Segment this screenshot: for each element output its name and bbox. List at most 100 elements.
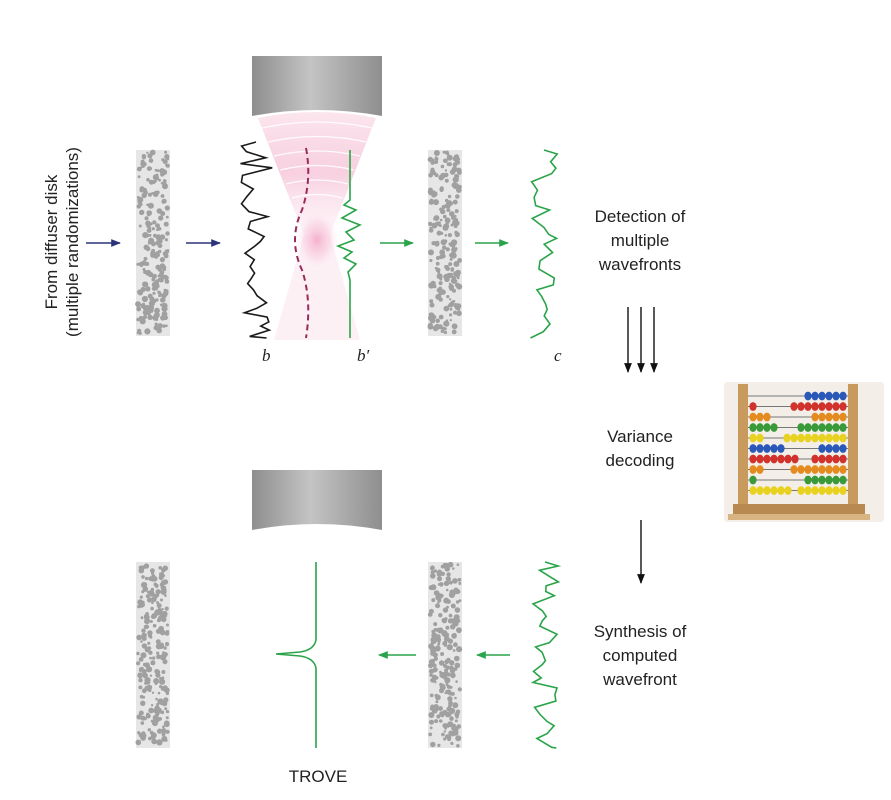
abacus-bead [818, 433, 826, 443]
abacus-bead [832, 486, 840, 495]
synthesis-label-line2: computed [602, 646, 678, 665]
abacus-bead [784, 454, 792, 464]
abacus-bead [804, 391, 812, 401]
abacus-bead [783, 433, 791, 443]
abacus-bead [804, 423, 812, 432]
abacus-bead [825, 433, 833, 443]
triple-down-arrows [624, 307, 658, 373]
wave-synthesized [530, 561, 562, 749]
abacus-bead [777, 454, 785, 464]
abacus-bead [797, 433, 805, 443]
abacus-bead [797, 423, 805, 432]
abacus-bead [811, 423, 819, 432]
objective-lens-bottom-icon [252, 470, 382, 530]
abacus-bead [790, 402, 798, 411]
abacus-bead [818, 465, 826, 474]
abacus-bead [839, 475, 847, 485]
abacus-bead [839, 423, 847, 432]
abacus-bead [756, 486, 764, 495]
abacus-bead [839, 433, 847, 443]
diffuser-slab [135, 149, 170, 336]
abacus-bead [749, 465, 757, 474]
abacus-bead [756, 444, 764, 453]
focus-cone [258, 112, 376, 340]
abacus-bead [763, 444, 771, 453]
detection-label: Detection of multiple wavefronts [575, 205, 705, 277]
abacus-bead [749, 444, 757, 453]
abacus-bead [825, 391, 833, 401]
abacus-bead [749, 412, 757, 422]
variance-label: Variance decoding [580, 425, 700, 473]
abacus-bead [784, 486, 792, 495]
abacus-bead [832, 454, 840, 464]
abacus-bead [832, 402, 840, 411]
abacus-bead [832, 391, 840, 401]
abacus-bead [825, 465, 833, 474]
abacus-bead [763, 412, 771, 422]
abacus-bead [790, 465, 798, 474]
abacus-bead [804, 465, 812, 474]
abacus-bead [749, 475, 757, 485]
variance-label-line2: decoding [605, 451, 675, 470]
abacus-bead [839, 486, 847, 495]
abacus-bead [804, 475, 812, 485]
abacus-bead [811, 475, 819, 485]
abacus-bead [832, 423, 840, 432]
abacus-bead [811, 454, 819, 464]
variance-label-line1: Variance [607, 427, 673, 446]
abacus-bead [770, 444, 778, 453]
abacus-bead [839, 454, 847, 464]
source-label-line1: From diffuser disk [42, 174, 61, 310]
abacus-bead [839, 402, 847, 411]
abacus-bead [811, 402, 819, 411]
abacus-bead [825, 402, 833, 411]
abacus-bead [832, 433, 840, 443]
synthesis-label: Synthesis of computed wavefront [575, 620, 705, 692]
abacus-bead [818, 423, 826, 432]
detection-label-line1: Detection of [594, 207, 686, 226]
abacus-bead [839, 412, 847, 422]
abacus-bead [777, 444, 785, 453]
abacus-bead [818, 475, 826, 485]
abacus-bead [770, 454, 778, 464]
abacus-icon [724, 382, 884, 522]
diffuser-slab [427, 561, 463, 748]
abacus-bead [811, 412, 819, 422]
abacus-bead [818, 486, 826, 495]
abacus-bead [818, 412, 826, 422]
wave-b [240, 141, 273, 339]
abacus-bead [811, 465, 819, 474]
source-label: From diffuser disk (multiple randomizati… [41, 127, 85, 357]
abacus-bead [763, 486, 771, 495]
wave-b-prime [335, 150, 362, 338]
abacus-bead [818, 454, 826, 464]
abacus-bead [811, 391, 819, 401]
focus-path [294, 147, 310, 339]
abacus-bead [804, 402, 812, 411]
diffuser-slabs [135, 149, 463, 748]
abacus-bead [825, 423, 833, 432]
abacus-bead [797, 402, 805, 411]
abacus-bead [839, 391, 847, 401]
abacus-bead [756, 412, 764, 422]
detection-label-line2: multiple [610, 231, 670, 250]
abacus-bead [832, 444, 840, 453]
abacus-bead [818, 402, 826, 411]
abacus-bead [825, 444, 833, 453]
abacus-bead [770, 486, 778, 495]
source-label-line2: (multiple randomizations) [63, 147, 82, 337]
diffuser-slab [135, 562, 170, 748]
abacus-bead [797, 486, 805, 495]
abacus-bead [756, 465, 764, 474]
wave-c-label: c [554, 346, 562, 365]
wave-c [530, 149, 559, 339]
objective-lens-icon [252, 56, 382, 116]
abacus-bead [832, 412, 840, 422]
abacus-bead [811, 486, 819, 495]
abacus-bead [791, 454, 799, 464]
abacus-bead [763, 423, 771, 432]
abacus-bead [825, 454, 833, 464]
trove-label: TROVE [288, 767, 348, 786]
abacus-bead [804, 486, 812, 495]
